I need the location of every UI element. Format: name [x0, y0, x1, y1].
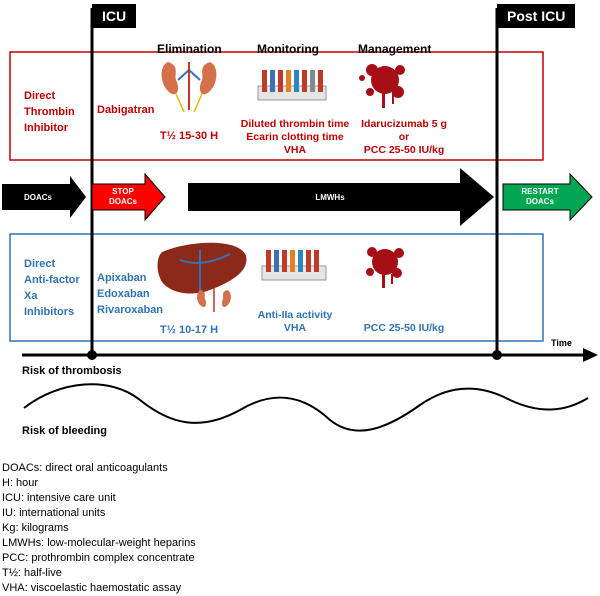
- dti-half-life: T½ 15-30 H: [160, 130, 219, 142]
- legend-item: LMWHs: low-molecular-weight heparins: [2, 537, 196, 549]
- risk-thrombosis-label: Risk of thrombosis: [22, 365, 122, 377]
- timeline-arrowhead: [583, 348, 598, 362]
- anti-xa-drug: Edoxaban: [97, 288, 150, 300]
- stop-doacs-label: STOP DOACs: [100, 187, 146, 207]
- icu-dot: [87, 350, 97, 360]
- dti-title: Direct Thrombin Inhibitor: [24, 88, 75, 136]
- elimination-header: Elimination: [157, 42, 222, 56]
- anti-xa-management: PCC 25-50 IU/kg: [363, 322, 445, 334]
- test-tubes-icon: [261, 250, 327, 281]
- anti-xa-title: Direct Anti-factor Xa Inhibitors: [24, 256, 80, 320]
- abbreviation-legend: DOACs: direct oral anticoagulants H: hou…: [2, 461, 196, 596]
- anti-xa-drugs: Apixaban Edoxaban Rivaroxaban: [97, 270, 163, 318]
- restart-doacs-arrow: [502, 172, 593, 222]
- legend-item: VHA: viscoelastic haemostatic assay: [2, 582, 182, 594]
- dti-management-line: Idarucizumab 5 g: [361, 118, 447, 130]
- dti-title-line: Direct: [24, 90, 56, 102]
- anti-xa-title-line: Inhibitors: [24, 306, 75, 318]
- restart-label-line: RESTART: [521, 187, 559, 196]
- doacs-arrow: [2, 176, 86, 218]
- anti-xa-box: [9, 233, 544, 342]
- legend-item: Kg: kilograms: [2, 522, 69, 534]
- anti-xa-monitoring-line: Anti-IIa activity: [257, 309, 333, 321]
- test-tubes-icon: [257, 70, 327, 101]
- blood-splatter-icon: [359, 64, 405, 108]
- dti-box: [9, 51, 544, 161]
- post-icu-label: Post ICU: [497, 4, 576, 28]
- legend-item: IU: international units: [2, 507, 106, 519]
- stop-label-line: STOP: [112, 187, 134, 196]
- doacs-arrow-label: DOACs: [23, 193, 52, 202]
- anti-xa-title-line: Anti-factor: [24, 274, 80, 286]
- anti-xa-monitoring-line: VHA: [283, 322, 307, 334]
- management-header: Management: [358, 42, 432, 56]
- stop-doacs-arrow: [91, 172, 166, 222]
- legend-item: T½: half-live: [2, 567, 62, 579]
- monitoring-header: Monitoring: [257, 42, 319, 56]
- lmwh-arrow: [188, 168, 494, 226]
- dti-drug: Dabigatran: [97, 104, 155, 116]
- legend-item: ICU: intensive care unit: [2, 492, 116, 504]
- restart-label-line: DOACs: [525, 197, 554, 206]
- dti-monitoring-line: Ecarin clotting time: [246, 131, 344, 143]
- dti-management-line: PCC 25-50 IU/kg: [363, 144, 445, 156]
- kidney-icon: [197, 288, 231, 312]
- dti-monitoring-line: VHA: [283, 144, 307, 156]
- blood-splatter-icon: [366, 247, 404, 288]
- anti-xa-drug: Rivaroxaban: [97, 304, 164, 316]
- dti-title-line: Inhibitor: [24, 122, 68, 134]
- dti-monitoring-line: Diluted thrombin time: [240, 118, 350, 130]
- dti-monitoring: Diluted thrombin time Ecarin clotting ti…: [240, 118, 350, 157]
- legend-item: DOACs: direct oral anticoagulants: [2, 462, 168, 474]
- time-label: Time: [551, 338, 572, 348]
- dti-title-line: Thrombin: [24, 106, 75, 118]
- dti-management: Idarucizumab 5 g or PCC 25-50 IU/kg: [348, 118, 460, 157]
- legend-item: PCC: prothrombin complex concentrate: [2, 552, 195, 564]
- dti-management-line: or: [398, 131, 410, 143]
- post-icu-dot: [492, 350, 502, 360]
- lmwh-arrow-label: LMWHs: [315, 193, 345, 202]
- legend-item: H: hour: [2, 477, 39, 489]
- restart-doacs-label: RESTART DOACs: [510, 187, 570, 207]
- risk-bleeding-label: Risk of bleeding: [22, 425, 107, 437]
- anti-xa-drug: Apixaban: [97, 272, 147, 284]
- anti-xa-title-line: Direct: [24, 258, 56, 270]
- anti-xa-title-line: Xa: [24, 290, 38, 302]
- anti-xa-monitoring: Anti-IIa activity VHA: [245, 309, 345, 335]
- stop-label-line: DOACs: [108, 197, 137, 206]
- icu-label: ICU: [92, 4, 137, 28]
- kidney-icon: [161, 62, 217, 113]
- risk-wave: [23, 383, 589, 432]
- anti-xa-half-life: T½ 10-17 H: [160, 324, 219, 336]
